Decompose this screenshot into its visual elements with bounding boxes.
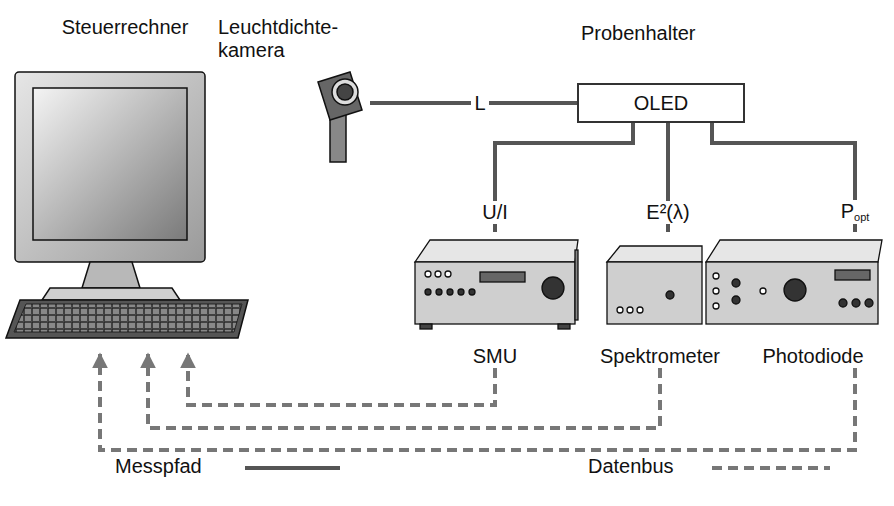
node-label: Spektrometer xyxy=(600,345,720,368)
spectrometer-device xyxy=(607,246,702,324)
signal-label: U/I xyxy=(479,201,511,224)
photodiode-node: Photodiode xyxy=(738,232,888,368)
data-bus-line xyxy=(188,354,495,405)
computer-icon xyxy=(6,72,248,338)
legend-solid-sample xyxy=(245,466,340,470)
spectrometer-node: Spektrometer xyxy=(583,232,737,368)
sample-box: OLED xyxy=(577,83,745,123)
legend-text: Messpfad xyxy=(112,455,205,478)
legend-text: Datenbus xyxy=(585,455,677,478)
node-label: Steuerrechner xyxy=(62,16,189,39)
signal-label: L xyxy=(471,92,488,115)
data-bus-line xyxy=(148,354,660,428)
measurement-path xyxy=(712,123,855,232)
smu-node: SMU xyxy=(410,232,580,368)
smu-device xyxy=(415,240,578,329)
camera-icon xyxy=(318,72,362,162)
camera-node: Leuchtdichte- kamera xyxy=(218,16,370,166)
signal-label: E²(λ) xyxy=(643,201,692,224)
measurement-path xyxy=(495,123,633,232)
legend-dashed-sample xyxy=(712,466,830,470)
computer-node: Steuerrechner xyxy=(20,16,230,352)
holder-label: Probenhalter xyxy=(578,22,699,45)
node-label: Photodiode xyxy=(762,345,863,368)
data-bus-line xyxy=(100,354,855,450)
photodiode-device xyxy=(706,240,882,324)
node-label: Leuchtdichte- kamera xyxy=(218,16,338,62)
signal-label: Popt xyxy=(838,200,873,224)
node-label: SMU xyxy=(473,345,517,368)
node-label: OLED xyxy=(634,92,688,115)
